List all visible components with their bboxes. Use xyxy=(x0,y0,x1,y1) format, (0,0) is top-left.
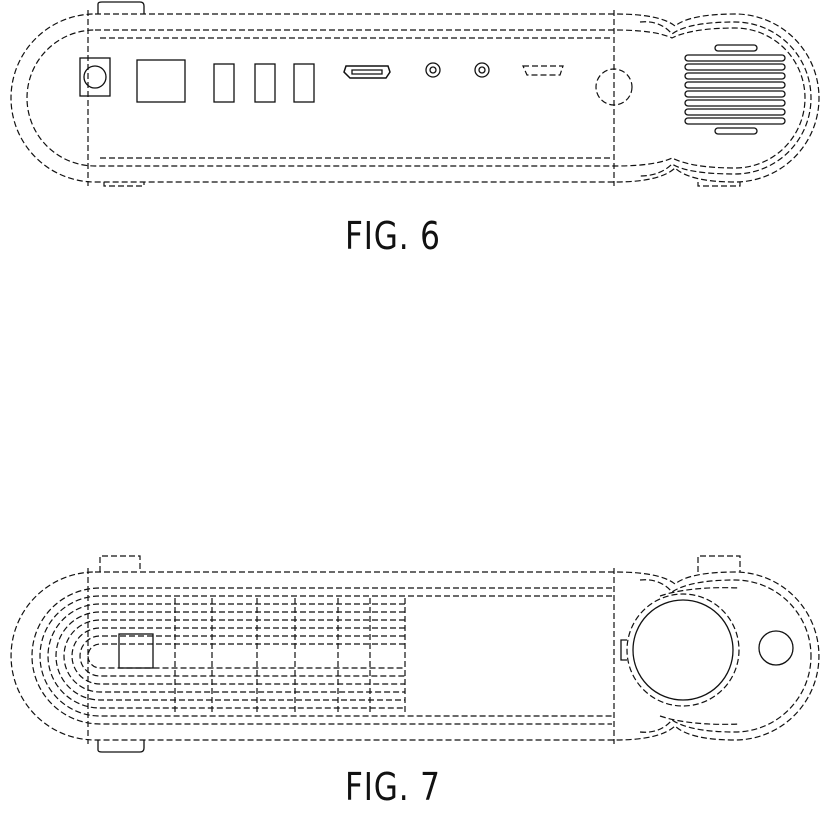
fig7-band-7 xyxy=(80,636,405,676)
fig7-device-drawing xyxy=(11,556,819,752)
fig7-outer-body-outline xyxy=(11,572,819,740)
fig6-power-jack-icon xyxy=(84,66,106,88)
fig7-band-5 xyxy=(64,620,405,692)
fig7-lens-notch xyxy=(621,640,627,660)
fig6-caption: FIG. 6 xyxy=(345,214,441,258)
fig7-band-2 xyxy=(40,596,612,716)
fig6-usb-port-1 xyxy=(214,64,234,102)
fig7-square-pad xyxy=(119,634,153,668)
fig7-top-left-foot xyxy=(100,556,140,572)
fig6-audio-jack-1 xyxy=(426,63,440,77)
fig7-band-4 xyxy=(56,612,405,700)
fig6-audio-jack-1-inner xyxy=(430,67,436,73)
fig7-right-inner-curves xyxy=(660,588,740,725)
fig6-lan-port xyxy=(137,60,185,102)
fig6-usb-port-2 xyxy=(255,64,275,102)
fig6-second-band-outline xyxy=(100,22,811,176)
fig7-band-8 xyxy=(88,644,405,668)
fig6-hdmi-port xyxy=(344,66,390,78)
fig6-hdmi-contacts xyxy=(352,70,382,74)
fig7-top-right-foot xyxy=(698,556,740,572)
fig6-inner-band-outline xyxy=(27,28,805,168)
fig6-usb-port-3 xyxy=(294,64,314,102)
fig7-small-circle xyxy=(759,631,793,665)
fig6-bottom-right-foot xyxy=(698,182,740,186)
fig6-speaker-grille xyxy=(685,45,785,134)
fig6-audio-jack-2 xyxy=(475,63,489,77)
fig6-top-left-foot xyxy=(98,2,144,14)
fig7-vent-grid xyxy=(175,598,405,714)
fig6-dashed-hdmi-outline xyxy=(523,66,563,75)
fig7-caption: FIG. 7 xyxy=(345,765,441,809)
fig6-audio-jack-2-inner xyxy=(479,67,485,73)
fig7-bottom-left-foot xyxy=(98,740,144,752)
fig6-device-drawing xyxy=(11,2,819,186)
fig7-right-band-top xyxy=(640,580,811,656)
fig6-outer-body-outline xyxy=(11,14,819,182)
fig7-lens-ring xyxy=(627,594,739,706)
fig7-lens-circle xyxy=(633,600,733,700)
fig7-right-band-bottom xyxy=(640,656,811,732)
